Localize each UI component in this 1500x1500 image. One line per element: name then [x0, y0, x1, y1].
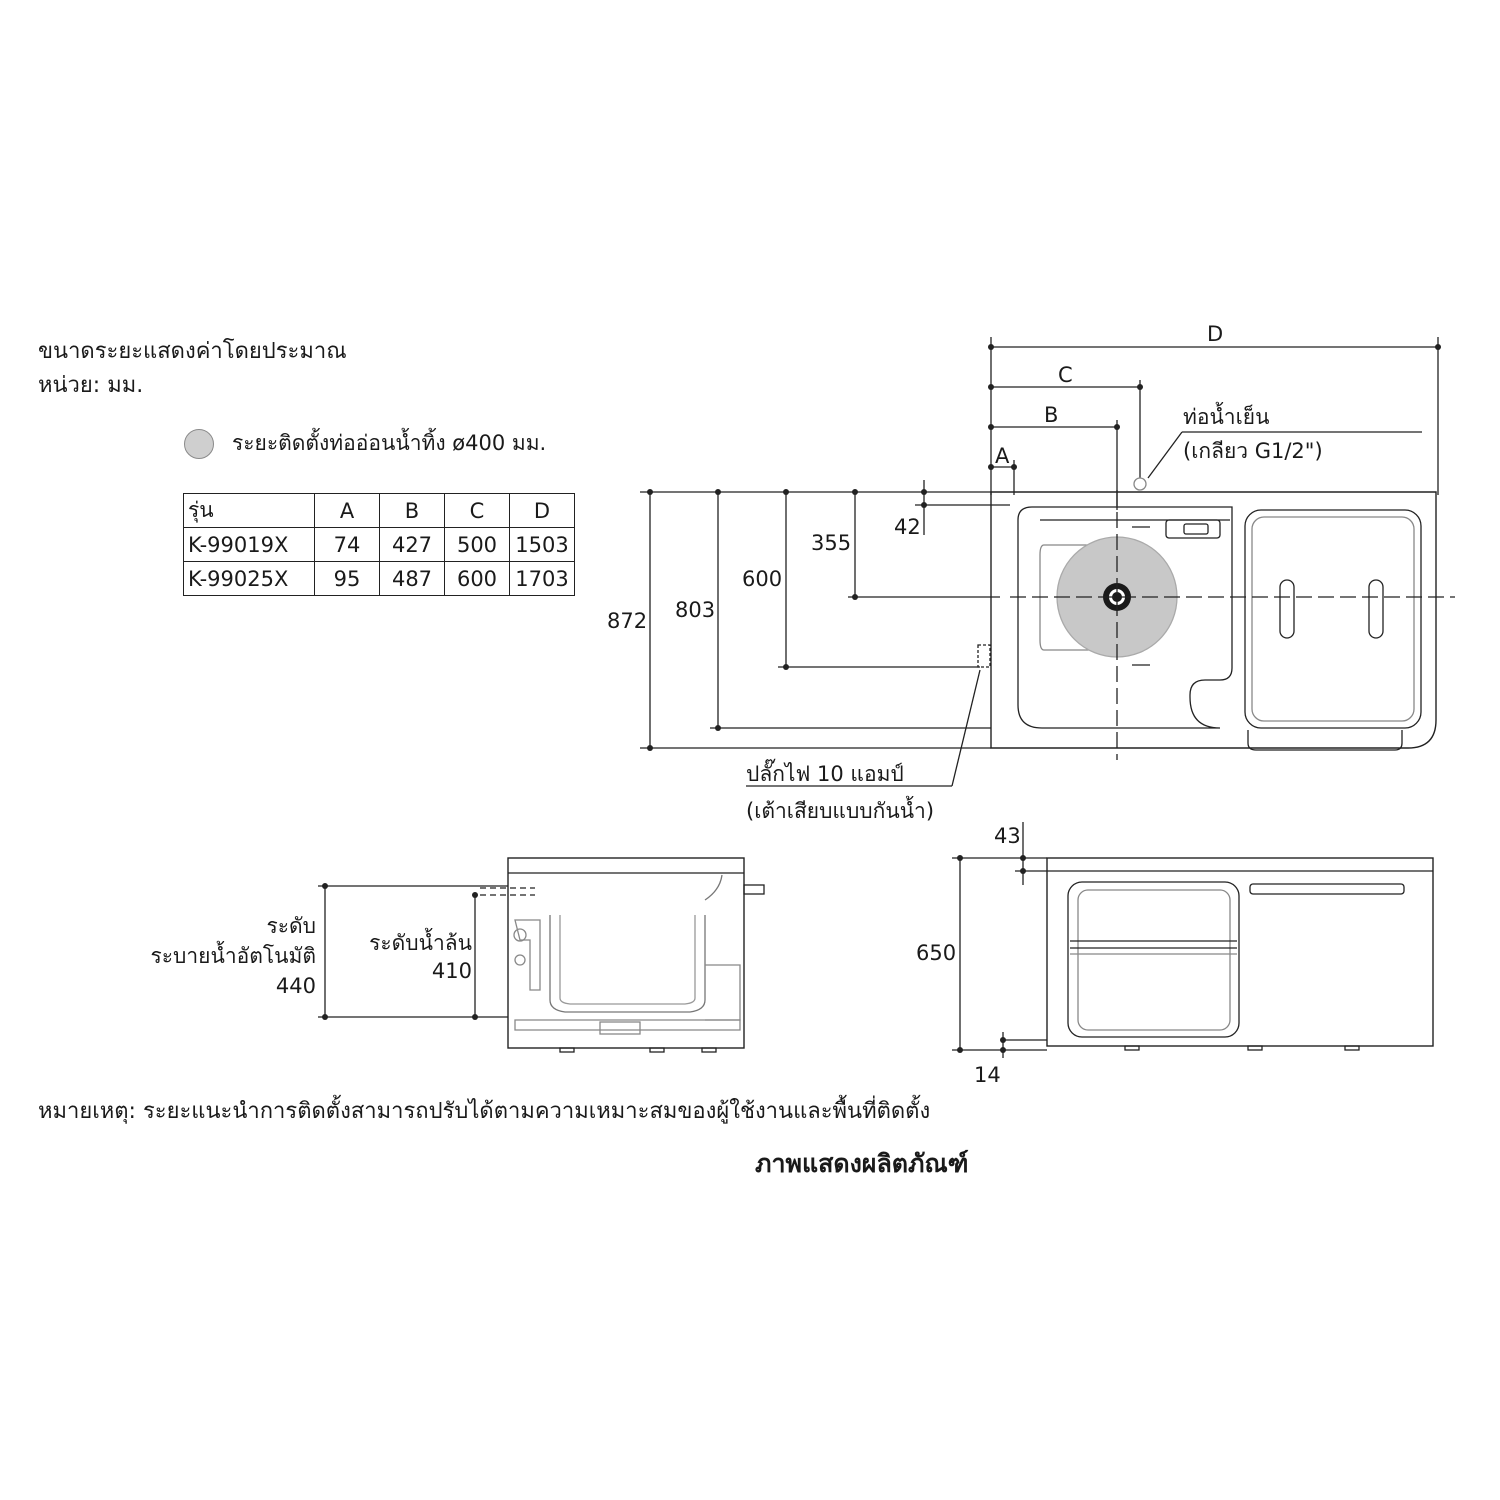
overflow-label: ระดับน้ำล้น: [369, 928, 472, 955]
dim-600-label: 600: [742, 567, 782, 591]
dim-355-label: 355: [811, 531, 851, 555]
table-cell-b: 427: [379, 527, 445, 562]
installation-note: หมายเหตุ: ระยะแนะนำการติดตั้งสามารถปรับไ…: [38, 1099, 931, 1124]
dim-label-a: A: [995, 444, 1010, 468]
table-cell-model: K-99025X: [183, 561, 315, 596]
cold-water-label: ท่อน้ำเย็น: [1183, 402, 1269, 429]
auto-drain-label-line2: ระบายน้ำอัตโนมัติ: [151, 941, 317, 968]
dim-42-label: 42: [894, 515, 921, 539]
table-row: K-99019X 74 427 500 1503: [183, 527, 575, 562]
overflow-value: 410: [432, 959, 472, 983]
auto-drain-label-line1: ระดับ: [266, 914, 316, 938]
dim-650-label: 650: [916, 941, 956, 965]
product-caption: ภาพแสดงผลิตภัณฑ์: [755, 1149, 969, 1178]
table-cell-d: 1703: [509, 561, 575, 596]
table-cell-b: 487: [379, 561, 445, 596]
notes-unit: หน่วย: มม.: [38, 373, 144, 398]
drain-zone-legend-label: ระยะติดตั้งท่ออ่อนน้ำทิ้ง ø400 มม.: [232, 431, 547, 455]
power-plug-label: ปลั๊กไฟ 10 แอมป์: [746, 758, 904, 786]
auto-drain-value: 440: [276, 974, 316, 998]
table-header-d: D: [509, 493, 575, 528]
table-cell-d: 1503: [509, 527, 575, 562]
dim-803-label: 803: [675, 598, 715, 622]
table-cell-model: K-99019X: [183, 527, 315, 562]
power-plug-sub-label: (เต้าเสียบแบบกันน้ำ): [746, 796, 934, 823]
dim-label-c: C: [1058, 363, 1073, 387]
dim-872-label: 872: [607, 609, 647, 633]
dim-label-b: B: [1044, 403, 1058, 427]
side-section-view: ระดับ ระบายน้ำอัตโนมัติ 440 ระดับน้ำล้น …: [151, 857, 765, 1053]
table-row: K-99025X 95 487 600 1703: [183, 561, 575, 596]
dim-label-d: D: [1207, 322, 1223, 346]
cold-water-thread-label: (เกลียว G1/2"): [1183, 439, 1323, 463]
notes-title: ขนาดระยะแสดงค่าโดยประมาณ: [38, 339, 347, 364]
table-cell-c: 600: [444, 561, 510, 596]
dim-43-label: 43: [994, 824, 1021, 848]
table-cell-c: 500: [444, 527, 510, 562]
table-header-row: รุ่น A B C D: [183, 493, 575, 528]
drain-zone-legend-icon: [184, 429, 214, 459]
dim-14-label: 14: [974, 1063, 1001, 1087]
front-elevation-view: 43 650 14: [916, 822, 1434, 1087]
plan-view: D C B A ท่อน้ำเย็น (เกลียว G1/2"): [607, 322, 1455, 823]
table-cell-a: 95: [314, 561, 380, 596]
model-dimension-table: รุ่น A B C D K-99019X 74 427 500 1503 K-…: [183, 493, 575, 596]
table-cell-a: 74: [314, 527, 380, 562]
